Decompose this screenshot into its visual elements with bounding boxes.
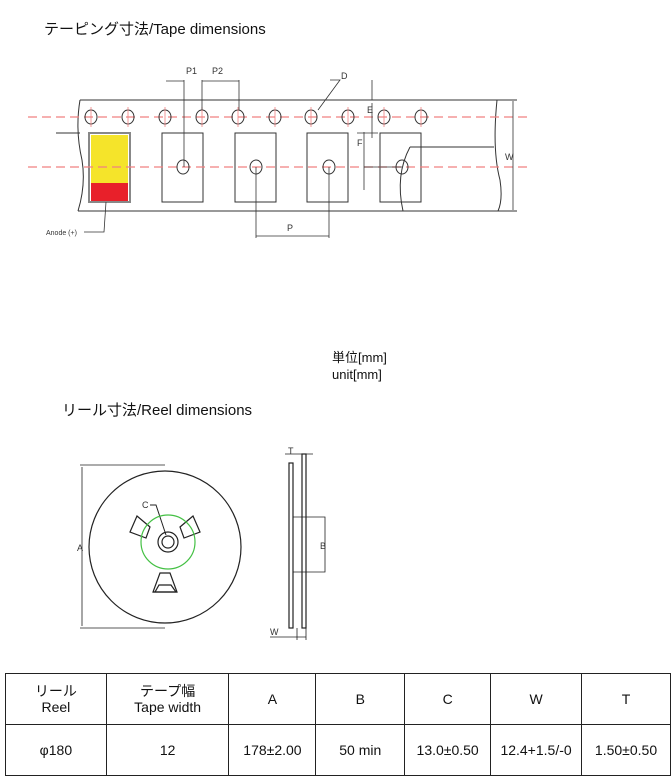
w-label: W [505,152,514,162]
cell-b: 50 min [315,724,406,776]
t-label: T [288,446,294,456]
c-label: C [142,500,149,510]
cell-tape-width: 12 [105,724,230,776]
pocket [306,132,349,203]
reel-side-flange [288,462,294,629]
tape-break-right [494,99,502,212]
header-c: C [404,673,492,725]
reel-window [152,572,178,593]
header-a: A [228,673,317,725]
a-label: A [77,543,83,553]
unit-jp: 単位[mm] [332,350,387,365]
header-w: W [490,673,583,725]
led-anode-mark [91,183,128,201]
header-b: B [315,673,406,725]
cell-c: 13.0±0.50 [404,724,492,776]
tape-dimensions-title: テーピング寸法/Tape dimensions [44,21,266,38]
reel-side-flange [301,453,307,629]
unit-en: unit[mm] [332,367,382,382]
b-label: B [320,541,326,551]
p1-label: P1 [186,66,197,76]
e-label: E [367,105,373,115]
tape-edge [78,99,517,212]
cell-a: 178±2.00 [228,724,317,776]
led-body [91,135,128,183]
reel-flange [88,470,242,624]
cell-t: 1.50±0.50 [581,724,671,776]
cell-reel: φ180 [5,724,107,776]
reel-window [129,515,151,539]
reel-dimensions-title: リール寸法/Reel dimensions [62,402,253,419]
cell-w: 12.4+1.5/-0 [490,724,583,776]
reel-window [179,515,201,539]
anode-label: Anode (+) [46,230,77,237]
reel-hub [157,531,179,553]
header-t: T [581,673,671,725]
f-label: F [357,138,363,148]
table-row: φ180 12 178±2.00 50 min 13.0±0.50 12.4+1… [5,724,671,776]
d-label: D [341,71,348,81]
p2-label: P2 [212,66,223,76]
p-label: P [287,223,293,233]
unit-note: 単位[mm] unit[mm] [332,349,387,383]
pocket [234,132,277,203]
reel-hub-ring [140,514,196,570]
w-reel-label: W [270,627,279,637]
